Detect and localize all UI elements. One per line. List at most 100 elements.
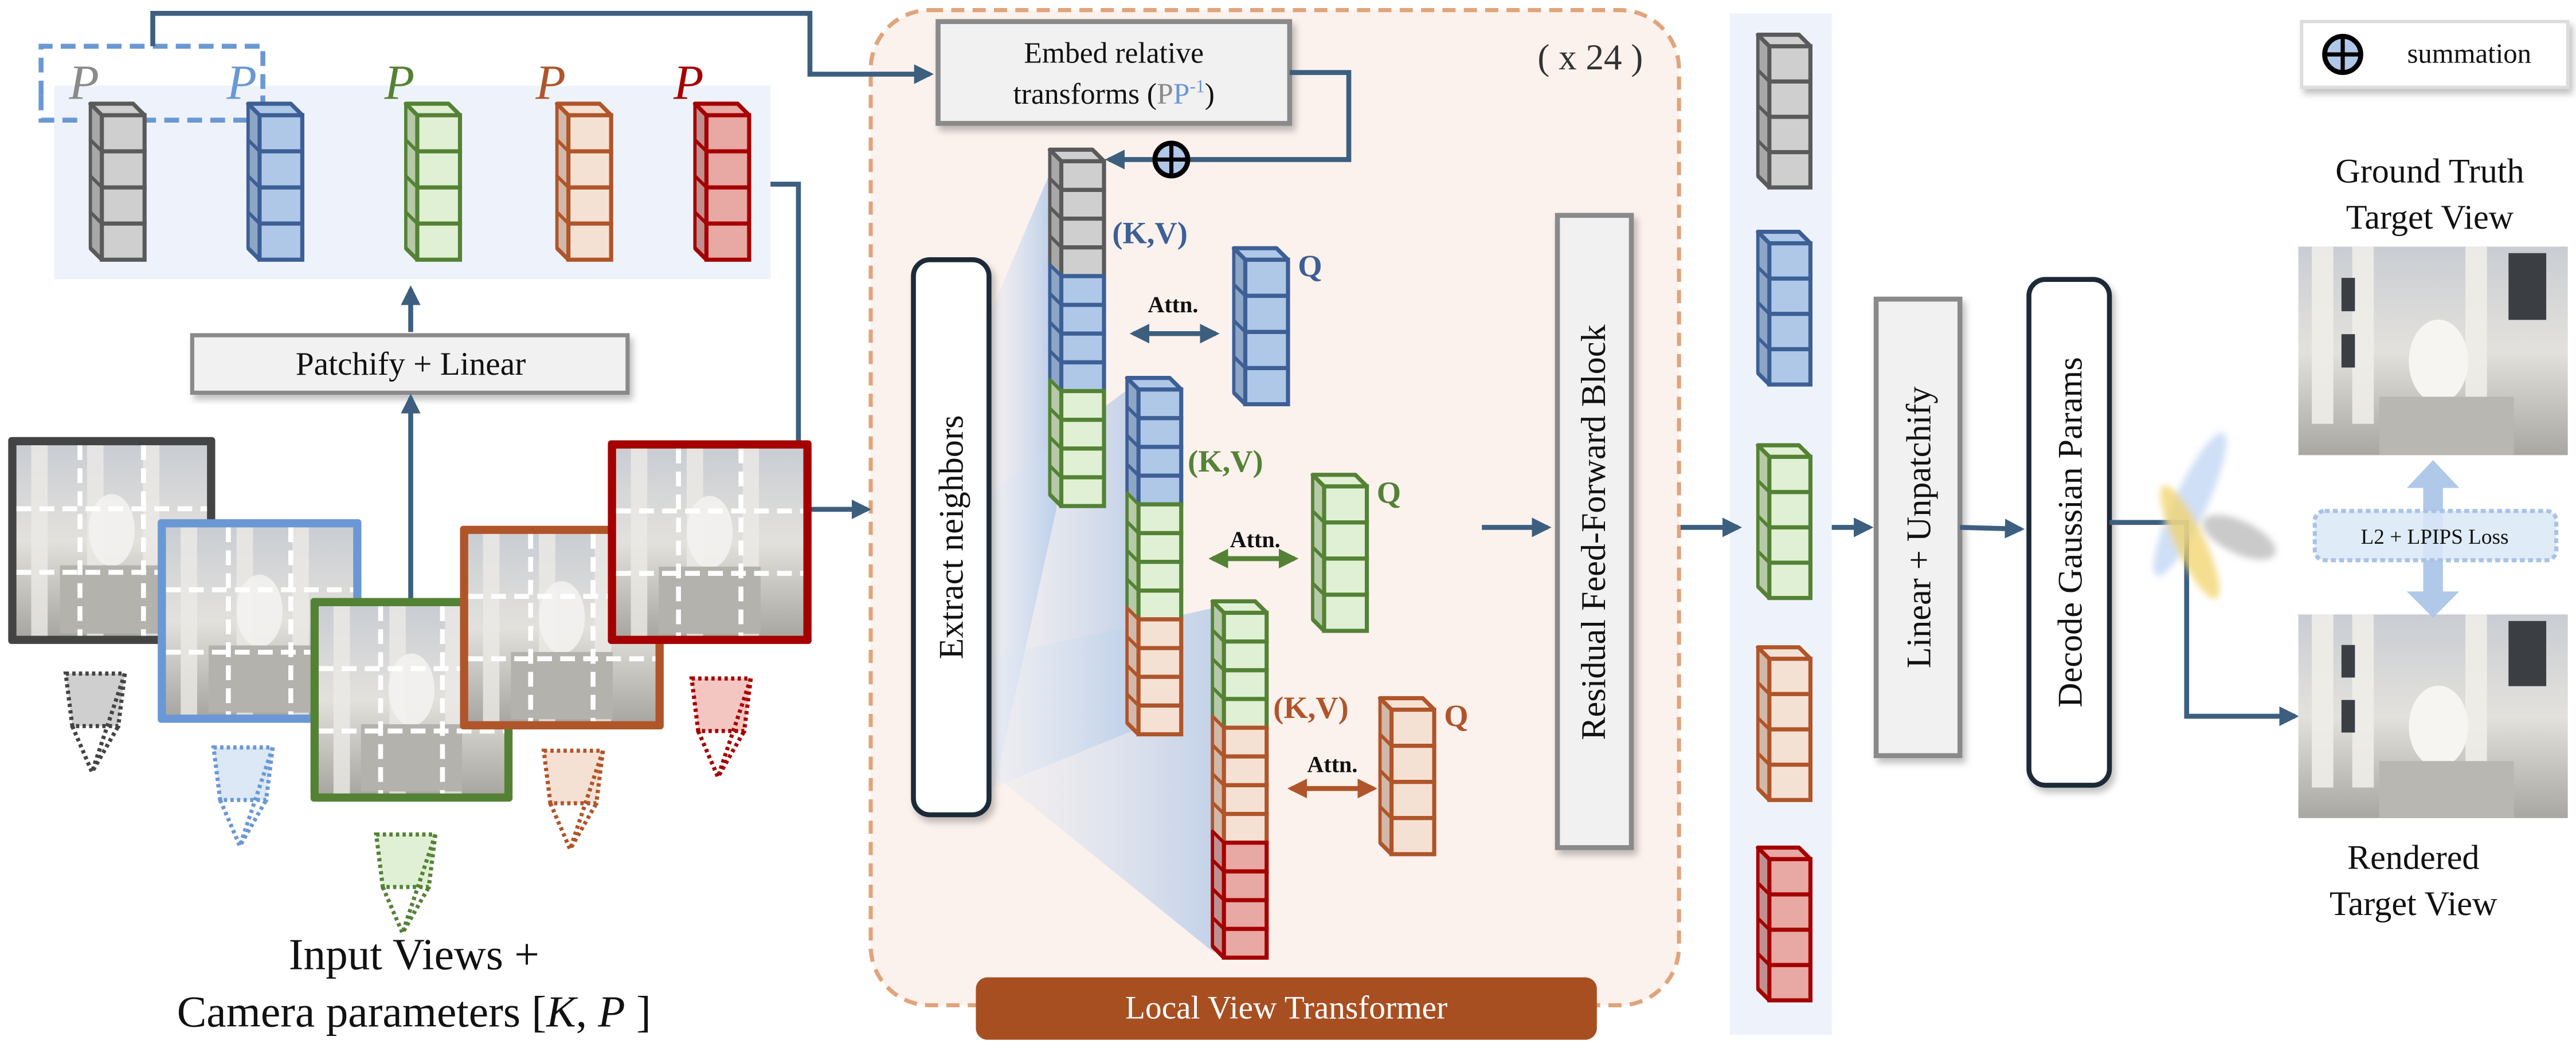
attn-label: Attn.: [1307, 751, 1357, 777]
token-top: [1756, 645, 1812, 661]
input-token-stack-red: [692, 101, 751, 262]
token-cell: [1222, 811, 1269, 845]
kv-token-stack: [1047, 147, 1106, 508]
token-cell: [566, 221, 613, 262]
token-cell: [1222, 610, 1269, 644]
attn-label: Attn.: [1230, 527, 1281, 552]
token-cell: [1767, 241, 1812, 281]
legend-label: summation: [2407, 38, 2531, 69]
statue: [687, 496, 733, 568]
token-cell: [1059, 245, 1106, 278]
token-top: [1125, 376, 1184, 392]
camera-frustum-gray: [63, 671, 127, 777]
input-token-stack-gray: [88, 101, 147, 262]
input-token-stack-green: [404, 101, 463, 262]
token-cell: [257, 221, 304, 262]
token-top: [1310, 473, 1369, 489]
rendered-caption-line1: Rendered: [2347, 839, 2480, 877]
input-views: [8, 437, 812, 802]
output-token-stack-green: [1756, 443, 1812, 600]
repeat-count: ( x 24 ): [1537, 37, 1643, 77]
token-cell: [1767, 44, 1812, 84]
output-token-stack-red: [1756, 845, 1812, 1003]
input-view-orange: [460, 525, 664, 729]
token-cell: [1767, 312, 1812, 352]
token-cell: [1059, 388, 1106, 422]
kv-token-stack: [1210, 599, 1269, 960]
token-cell: [100, 221, 147, 262]
to-decode-arrow: [1960, 519, 2025, 539]
input-caption-line2: Camera parameters [K, P ]: [177, 987, 651, 1037]
token-cell: [100, 149, 147, 190]
pose-label-orange: P: [535, 54, 566, 109]
output-token-stack-orange: [1756, 645, 1812, 802]
token-cell: [1136, 445, 1184, 478]
decode-box: [2026, 277, 2112, 788]
token-cell: [1059, 303, 1106, 336]
token-top: [246, 101, 304, 117]
token-top: [692, 101, 751, 117]
token-cell: [1222, 869, 1269, 902]
embed-label-line1: Embed relative: [1024, 37, 1204, 69]
token-cell: [566, 149, 613, 190]
q-label: Q: [1298, 248, 1322, 283]
kv-token-stack: [1125, 376, 1184, 737]
legend-box: [2300, 19, 2570, 89]
token-cell: [1243, 329, 1290, 371]
token-cell: [1222, 639, 1269, 673]
statue: [2409, 685, 2468, 767]
token-cell: [1222, 898, 1269, 931]
token-cell: [1322, 520, 1369, 561]
query-token-stack: [1377, 696, 1436, 857]
token-cell: [1059, 331, 1106, 364]
token-cell: [415, 113, 463, 154]
rendered-image: [2298, 614, 2568, 818]
token-cell: [1222, 725, 1269, 759]
token-cell: [1136, 646, 1184, 679]
token-cell: [1059, 418, 1106, 451]
kv-label: (K,V): [1273, 690, 1349, 725]
output-token-stack-gray: [1756, 33, 1812, 190]
token-cell: [415, 221, 463, 262]
token-cell: [1136, 588, 1184, 622]
pose-label-red: P: [673, 54, 704, 109]
camera-frustum-green: [374, 832, 438, 938]
token-cell: [1767, 115, 1812, 155]
token-cell: [1767, 692, 1812, 732]
input-view-green: [310, 598, 513, 802]
patchify-box: [190, 333, 630, 395]
token-cell: [1136, 387, 1184, 421]
token-top: [1047, 147, 1106, 163]
token-cell: [1222, 668, 1269, 701]
statue: [2409, 319, 2468, 403]
embed-feedback-arrow: [1105, 70, 1352, 170]
token-cell: [1767, 525, 1812, 565]
token-top: [1210, 599, 1269, 615]
statue: [88, 494, 135, 567]
patchify-label: Patchify + Linear: [296, 346, 526, 382]
token-cell: [1136, 473, 1184, 507]
output-token-stack-blue: [1756, 229, 1812, 387]
token-cell: [1767, 762, 1812, 802]
token-cell: [1222, 841, 1269, 874]
input-view-red: [608, 440, 812, 644]
token-cell: [1389, 816, 1436, 857]
ground-truth-image: [2298, 246, 2568, 456]
lvt-label: Local View Transformer: [1125, 990, 1447, 1026]
token-cell: [100, 185, 147, 226]
token-cell: [1243, 257, 1290, 298]
token-cell: [1767, 454, 1812, 494]
token-cell: [1059, 187, 1106, 221]
token-cell: [1389, 780, 1436, 821]
selection-box: [38, 44, 265, 96]
statue: [388, 653, 435, 726]
attn-label: Attn.: [1148, 292, 1198, 317]
token-cell: [1136, 416, 1184, 449]
token-cell: [1136, 617, 1184, 650]
ffn-label: Residual Feed-Forward Block: [1575, 324, 1613, 740]
